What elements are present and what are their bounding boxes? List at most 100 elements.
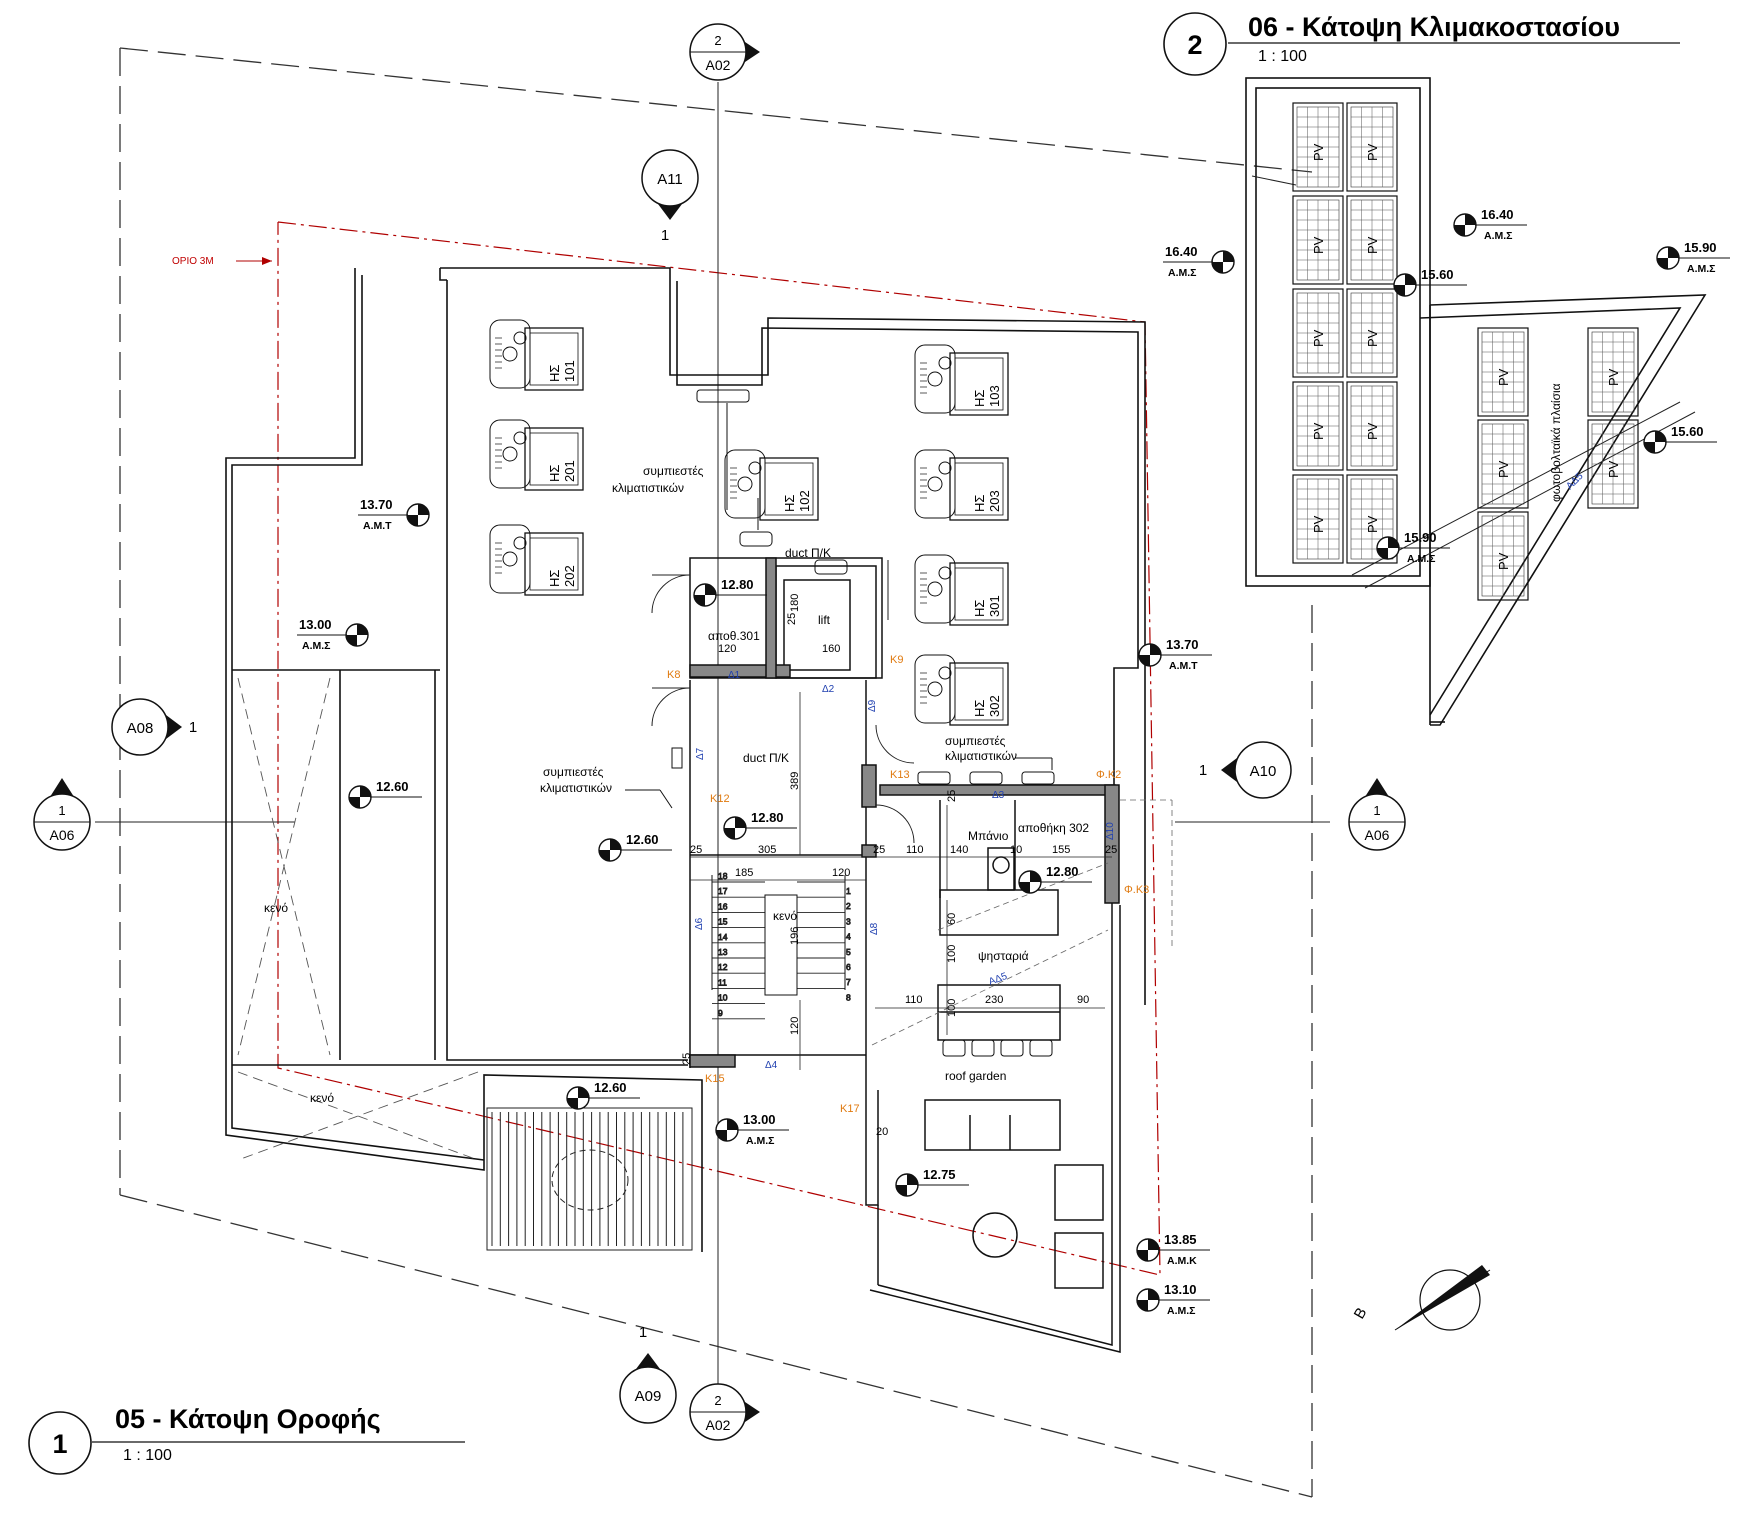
- element-tag-blue: Δ9: [867, 699, 878, 712]
- pv-label: PV: [1365, 143, 1380, 161]
- lift-label: lift: [818, 613, 831, 627]
- section-ref: A02: [706, 1417, 731, 1433]
- compressors-label-1b: κλιματιστικών: [612, 481, 684, 495]
- view-number-circle-2: [1163, 12, 1227, 76]
- stair-roof-outline: [1245, 77, 1707, 726]
- level-markers: 13.70Α.Μ.Τ13.00Α.Μ.Σ12.6012.6012.6012.80…: [297, 207, 1730, 1317]
- unit-label: ΗΣ: [547, 365, 562, 382]
- level-sub: Α.Μ.Σ: [1167, 1305, 1195, 1317]
- elevation-ref: A11: [657, 171, 683, 188]
- section-ref: A02: [706, 57, 731, 73]
- void-label-2: κενό: [310, 1091, 334, 1105]
- unit-number: 101: [562, 360, 577, 382]
- view-number-circle-1: [28, 1411, 92, 1475]
- level-sub: Α.Μ.Τ: [1169, 660, 1198, 672]
- duct-label-1: duct Π/Κ: [785, 546, 831, 560]
- element-tag-blue: Δ4: [765, 1060, 778, 1071]
- pv-panel: PV: [1587, 327, 1639, 417]
- dimension-label: 20: [876, 1126, 888, 1138]
- dimension-label: 120: [789, 1017, 801, 1035]
- pv-label: PV: [1311, 515, 1326, 533]
- level-value: 15.90: [1684, 240, 1717, 255]
- stair-step-number: 13: [718, 947, 728, 957]
- dimension-label: 110: [906, 844, 924, 856]
- compressors-roof: [671, 389, 1055, 785]
- pv-panel: PV: [1292, 102, 1344, 192]
- pv-panel: PV: [1292, 474, 1344, 564]
- roof-outline: [225, 267, 1146, 1252]
- unit-label: ΗΣ: [547, 570, 562, 587]
- element-tag-orange: Φ.Κ2: [1096, 769, 1121, 781]
- stair-well: [711, 875, 846, 996]
- pv-label: PV: [1311, 236, 1326, 254]
- dimension-label: 180: [789, 594, 801, 612]
- pv-label: PV: [1496, 460, 1511, 478]
- dimension-label: 25: [1105, 844, 1117, 856]
- dimension-label: 230: [985, 994, 1003, 1006]
- level-value: 12.60: [376, 779, 409, 794]
- pv-frames-label: φωτοβολταϊκά πλαίσια: [1549, 383, 1563, 502]
- duct-label-2: duct Π/Κ: [743, 751, 789, 765]
- level-value: 16.40: [1165, 244, 1198, 259]
- unit-label: ΗΣ: [547, 465, 562, 482]
- pv-label: PV: [1311, 143, 1326, 161]
- level-sub: Α.Μ.Τ: [363, 520, 392, 532]
- element-tag-blue: ΑΔ5: [1564, 471, 1585, 492]
- ramp-lines: [491, 1112, 684, 1246]
- element-tag-orange: Κ9: [890, 654, 903, 666]
- north-arrow: Β: [1351, 1265, 1491, 1331]
- stair-step-number: 15: [718, 917, 728, 927]
- limit-arrowhead: [262, 257, 272, 265]
- section-ref: A06: [50, 827, 75, 843]
- dim-lines: [690, 692, 1112, 1070]
- level-marker: 16.40Α.Μ.Σ: [1453, 207, 1527, 242]
- pv-label: PV: [1365, 236, 1380, 254]
- stair-step-number: 16: [718, 901, 728, 911]
- level-marker: 13.70Α.Μ.Τ: [358, 497, 430, 532]
- level-value: 12.80: [751, 810, 784, 825]
- compressors-label-1: συμπιεστές: [643, 464, 704, 478]
- level-marker: 15.60: [1643, 424, 1717, 454]
- dimension-label: 160: [822, 643, 840, 655]
- north-label: Β: [1351, 1305, 1371, 1322]
- level-sub: Α.Μ.Κ: [1167, 1255, 1197, 1267]
- level-value: 15.60: [1421, 267, 1454, 282]
- element-tag-orange: Κ12: [710, 793, 730, 805]
- level-marker: 13.70Α.Μ.Τ: [1138, 637, 1212, 672]
- storage-302-label: αποθήκη 302: [1018, 821, 1089, 835]
- level-marker: 16.40Α.Μ.Σ: [1163, 244, 1235, 279]
- element-tag-orange: Κ15: [705, 1073, 725, 1085]
- dimension-label: 25: [690, 844, 702, 856]
- unit-number: 103: [987, 385, 1002, 407]
- element-tag-orange: Κ13: [890, 769, 910, 781]
- level-value: 13.00: [743, 1112, 776, 1127]
- element-tag-blue: Δ2: [822, 684, 835, 695]
- level-marker: 13.00Α.Μ.Σ: [297, 617, 369, 652]
- element-tag-orange: Κ8: [667, 669, 680, 681]
- unit-number: 203: [987, 490, 1002, 512]
- level-marker: 12.60: [348, 779, 422, 809]
- level-sub: Α.Μ.Σ: [1687, 263, 1715, 275]
- stair-step-number: 1: [846, 886, 851, 896]
- unit-number: 301: [987, 595, 1002, 617]
- unit-label: ΗΣ: [972, 495, 987, 512]
- stair-view-scale: 1 : 100: [1258, 48, 1307, 65]
- level-value: 13.10: [1164, 1282, 1197, 1297]
- level-value: 12.60: [594, 1080, 627, 1095]
- dimension-label: 25: [681, 1053, 693, 1065]
- pv-label: PV: [1365, 515, 1380, 533]
- dimension-label: 10: [1010, 844, 1022, 856]
- section-number: 2: [714, 33, 721, 48]
- stair-view-title: 06 - Κάτοψη Κλιμακοστασίου: [1248, 12, 1620, 42]
- element-tag-blue: Δ8: [869, 922, 880, 935]
- level-marker: 13.85Α.Μ.Κ: [1136, 1232, 1210, 1267]
